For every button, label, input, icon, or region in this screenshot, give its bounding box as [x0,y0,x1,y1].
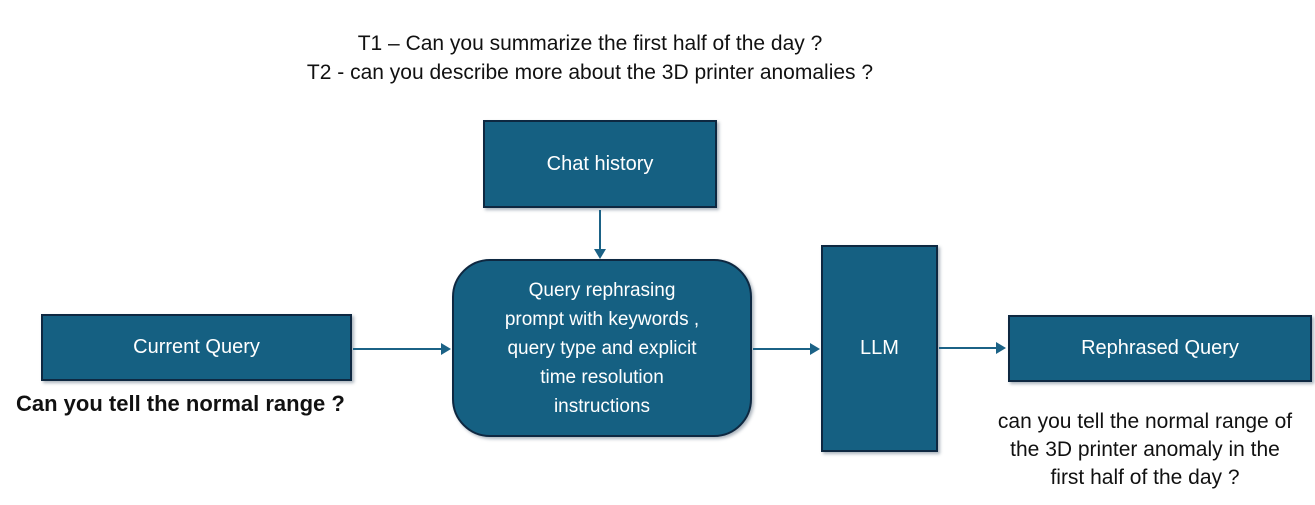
llm-label: LLM [860,337,899,359]
rephrase-prompt-line: time resolution [540,366,664,388]
arrow-llm-to-rephrased-query [939,342,1006,354]
rephrase-prompt-line: Query rephrasing [528,279,676,301]
arrow-chat-history-to-prompt [594,210,606,259]
llm-node: LLM [821,245,938,452]
rephrased-query-example-text: can you tell the normal range of the 3D … [960,408,1315,492]
rephrase-prompt-line: instructions [553,395,651,417]
current-query-example-text: Can you tell the normal range ? [16,391,345,416]
rephrased-query-example-line: can you tell the normal range of [997,410,1293,433]
current-query-node: Current Query [41,314,352,381]
arrow-prompt-to-llm [753,343,820,355]
rephrase-prompt-line: prompt with keywords , [504,308,700,330]
rephrased-query-node: Rephrased Query [1008,315,1312,382]
example-query-t1: T1 – Can you summarize the first half of… [357,32,823,55]
rephrase-prompt-line: query type and explicit [507,337,697,359]
chat-history-node: Chat history [483,120,717,208]
arrow-current-query-to-prompt [353,343,451,355]
rephrase-prompt-node: Query rephrasing prompt with keywords , … [452,259,752,437]
rephrased-query-example-line: first half of the day ? [1050,466,1240,489]
current-query-label: Current Query [133,336,260,358]
example-query-t2: T2 - can you describe more about the 3D … [306,61,874,84]
example-queries-header: T1 – Can you summarize the first half of… [140,29,1040,87]
rephrased-query-label: Rephrased Query [1081,337,1239,359]
rephrased-query-example-line: the 3D printer anomaly in the [1010,438,1280,461]
chat-history-label: Chat history [546,152,654,175]
